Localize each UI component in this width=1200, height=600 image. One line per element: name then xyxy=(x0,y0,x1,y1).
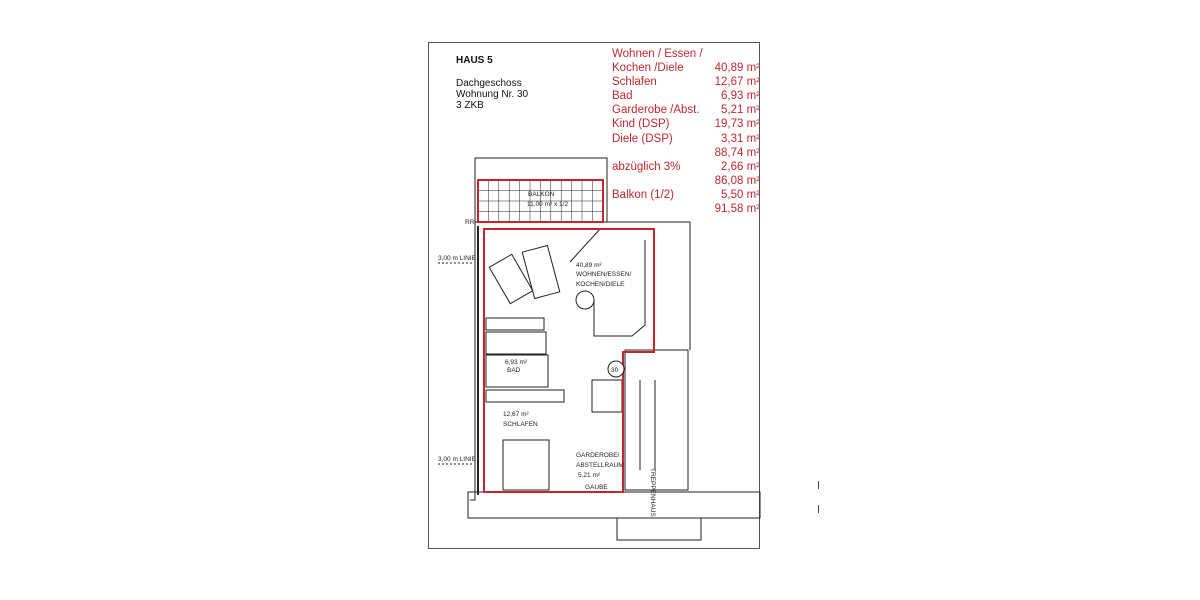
area-value: 12,67 m² xyxy=(714,76,760,89)
area-label: abzüglich 3% xyxy=(612,160,681,173)
area-value: 5,50 m² xyxy=(721,188,760,201)
spiral-stair xyxy=(591,379,623,413)
treppenhaus-label: TREPPENHAUS xyxy=(649,468,656,517)
garderobe-label: GARDEROBE/ xyxy=(576,452,620,459)
area-row: Kind (DSP) 19,73 m² xyxy=(612,117,760,131)
area-value: 19,73 m² xyxy=(714,118,760,131)
stairwell xyxy=(624,349,689,491)
area-label: Wohnen / Essen / xyxy=(612,48,703,60)
area-label: Schlafen xyxy=(612,76,657,89)
house-title: HAUS 5 xyxy=(456,55,493,66)
room-type-label: 3 ZKB xyxy=(456,100,484,111)
balcony-highlight xyxy=(477,179,604,223)
dining-table xyxy=(575,290,595,310)
area-value: 2,66 m² xyxy=(721,160,760,173)
area-value: 88,74 m² xyxy=(714,146,760,159)
gaube-label: GAUBE xyxy=(585,484,608,491)
balcony-outline xyxy=(474,157,608,223)
outer-wall-top-right xyxy=(607,221,691,350)
area-label: Bad xyxy=(612,90,633,103)
unit-label: Wohnung Nr. 30 xyxy=(456,89,529,100)
floor-plan-sheet xyxy=(428,42,760,549)
floor-label: Dachgeschoss xyxy=(456,78,522,89)
area-row: 91,58 m² xyxy=(612,202,760,216)
line-label-2: 3,00 m LINIE xyxy=(438,456,477,463)
area-value: 86,08 m² xyxy=(714,174,760,187)
bad-area: 6,93 m² xyxy=(505,359,528,366)
scan-mark xyxy=(818,481,819,489)
area-label: Diele (DSP) xyxy=(612,132,673,145)
area-value: 40,89 m² xyxy=(714,62,760,75)
balcony-area: 11,00 m² x 1/2 xyxy=(527,201,568,208)
area-row: Diele (DSP) 3,31 m² xyxy=(612,132,760,146)
area-row: Kochen /Diele 40,89 m² xyxy=(612,61,760,75)
area-row: Wohnen / Essen / xyxy=(612,47,760,61)
area-row: 86,08 m² xyxy=(612,174,760,188)
wohnen-area: 40,89 m² xyxy=(576,262,602,269)
area-row: Garderobe /Abst. 5,21 m² xyxy=(612,103,760,117)
area-row: abzüglich 3% 2,66 m² xyxy=(612,160,760,174)
garderobe-label-2: ABSTELLRAUM xyxy=(576,462,624,469)
bath-tiles xyxy=(485,354,549,388)
area-value: 91,58 m² xyxy=(714,203,760,216)
area-value: 3,31 m² xyxy=(721,132,760,145)
rr-label: RR xyxy=(465,219,475,226)
schlafen-area: 12,67 m² xyxy=(503,411,529,418)
apartment-highlight xyxy=(483,228,655,493)
line-label-1: 3,00 m LINIE xyxy=(438,255,477,262)
garderobe-area: 5,21 m² xyxy=(578,472,601,479)
wohnen-label-2: KOCHEN/DIELE xyxy=(576,281,625,288)
unit-number: 30 xyxy=(611,367,619,374)
bad-label: BAD xyxy=(507,367,521,374)
scan-mark xyxy=(818,505,819,513)
area-label: Garderobe /Abst. xyxy=(612,104,700,117)
area-label: Kind (DSP) xyxy=(612,118,670,131)
area-row: Balkon (1/2) 5,50 m² xyxy=(612,188,760,202)
area-row: 88,74 m² xyxy=(612,146,760,160)
schlafen-label: SCHLAFEN xyxy=(503,421,538,428)
bed xyxy=(502,439,550,491)
area-row: Schlafen 12,67 m² xyxy=(612,75,760,89)
area-value: 5,21 m² xyxy=(721,104,760,117)
outer-wall-left xyxy=(470,222,476,501)
balcony-label: BALKON xyxy=(528,191,555,198)
wohnen-label: WOHNEN/ESSEN/ xyxy=(576,271,631,278)
area-row: Bad 6,93 m² xyxy=(612,89,760,103)
area-label: Kochen /Diele xyxy=(612,62,684,75)
area-label: Balkon (1/2) xyxy=(612,188,675,201)
area-value: 6,93 m² xyxy=(721,90,760,103)
bottom-strip xyxy=(467,491,761,519)
